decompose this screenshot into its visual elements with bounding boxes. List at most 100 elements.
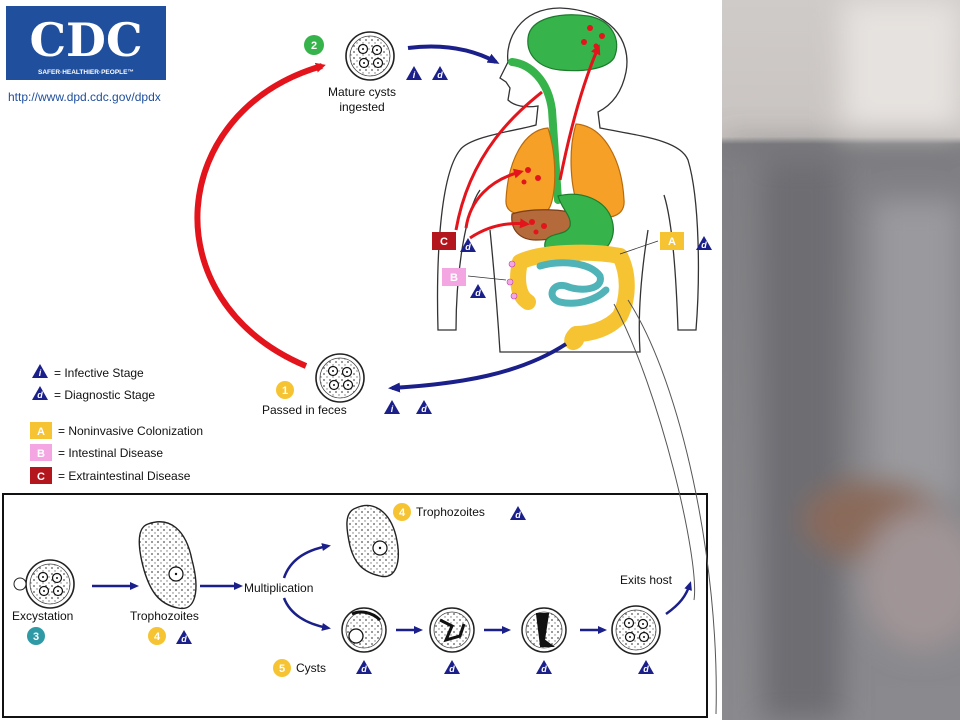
svg-text:d: d	[643, 664, 649, 674]
diagnostic-icon: d	[416, 400, 432, 414]
infective-icon: i	[384, 400, 400, 414]
cdc-logo: CDC SAFER·HEALTHIER·PEOPLE™	[6, 6, 166, 80]
svg-text:i: i	[39, 368, 42, 378]
stage-4-badge	[393, 503, 411, 521]
esophagus	[508, 58, 562, 204]
legend: i = Infective Stage d = Diagnostic Stage…	[30, 364, 203, 484]
svg-text:C: C	[37, 471, 45, 483]
svg-text:d: d	[449, 664, 455, 674]
red-arrow-to-brain	[558, 44, 601, 181]
marker-a: A	[660, 232, 684, 250]
cdc-logo-text: CDC	[29, 13, 142, 67]
legend-diagnostic: = Diagnostic Stage	[54, 388, 155, 402]
stage-4-badge	[148, 627, 166, 645]
diagnostic-icon: d	[444, 660, 460, 674]
svg-text:d: d	[361, 664, 367, 674]
small-intestine	[536, 259, 610, 307]
cyst-uninucleate	[429, 607, 475, 653]
cyst-mature	[611, 605, 661, 655]
lung-lesions	[521, 167, 541, 185]
colon	[512, 244, 635, 351]
stage-5-label: Cysts	[296, 661, 326, 675]
svg-text:d: d	[701, 240, 707, 250]
svg-text:d: d	[181, 634, 187, 644]
stage-5-badge	[273, 659, 291, 677]
stage-1-number: 1	[282, 385, 288, 397]
intestinal-lesions	[506, 260, 518, 300]
excystation-cyst	[13, 559, 75, 609]
svg-text:d: d	[437, 70, 443, 80]
exits-host-label: Exits host	[620, 573, 673, 587]
diagnostic-icon: d	[470, 284, 486, 298]
svg-text:d: d	[475, 288, 481, 298]
red-arrow-to-liver	[469, 218, 530, 240]
cyst-precyst	[341, 607, 387, 653]
marker-c: C	[432, 232, 456, 250]
brain	[527, 14, 618, 72]
stage-1-badge	[276, 381, 294, 399]
stage-2-label-line1: Mature cysts	[328, 85, 396, 99]
svg-text:d: d	[541, 664, 547, 674]
legend-noninvasive: = Noninvasive Colonization	[58, 424, 203, 438]
cyst-binucleate	[521, 607, 567, 653]
stage-3-label: Excystation	[12, 609, 73, 623]
diagnostic-icon: d	[432, 66, 448, 80]
stage-4-label: Trophozoites	[130, 609, 199, 623]
big-red-arrow	[194, 62, 326, 369]
svg-text:d: d	[515, 510, 521, 520]
multiplication-label: Multiplication	[244, 581, 313, 595]
stage-4-number: 4	[154, 631, 161, 643]
amebiasis-life-cycle-diagram: CDC SAFER·HEALTHIER·PEOPLE™ http://www.d…	[2, 6, 717, 718]
svg-text:d: d	[421, 404, 427, 414]
trophozoite-2	[346, 504, 399, 578]
svg-text:B: B	[37, 448, 45, 460]
red-arrow-long	[454, 90, 543, 231]
intestine-lumen-outline	[627, 299, 717, 715]
diagnostic-icon: d	[638, 660, 654, 674]
legend-intestinal: = Intestinal Disease	[58, 446, 163, 460]
legend-infective: = Infective Stage	[54, 366, 144, 380]
stage-2-label-line2: ingested	[339, 100, 384, 114]
cdc-url: http://www.dpd.cdc.gov/dpdx	[8, 90, 161, 104]
svg-text:C: C	[440, 236, 448, 248]
diagnostic-icon: d	[176, 630, 192, 644]
right-lung	[570, 123, 625, 218]
svg-text:d: d	[465, 242, 471, 252]
svg-text:A: A	[668, 236, 676, 248]
svg-text:i: i	[413, 70, 416, 80]
blue-arrow-to-feces	[388, 342, 568, 393]
diagnostic-icon	[32, 386, 48, 400]
blue-arrow-exits	[665, 581, 692, 616]
blue-arrow-up	[282, 543, 331, 579]
diagnostic-icon: d	[356, 660, 372, 674]
stage-5-number: 5	[279, 663, 285, 675]
blue-arrow-to-mouth	[407, 44, 500, 64]
diagnostic-icon: d	[536, 660, 552, 674]
blurred-background-photo	[722, 0, 960, 720]
cdc-tagline: SAFER·HEALTHIER·PEOPLE™	[38, 69, 134, 76]
liver-lesions	[529, 219, 547, 235]
svg-text:i: i	[391, 404, 394, 414]
stage-3-number: 3	[33, 631, 39, 643]
marker-b: B	[442, 268, 466, 286]
diagnostic-icon: d	[510, 506, 526, 520]
stage-2-badge	[304, 35, 324, 55]
infective-icon	[32, 364, 48, 378]
stage-3-badge	[27, 627, 45, 645]
svg-text:A: A	[37, 426, 45, 438]
stage-4-trophozoites-label: Trophozoites	[416, 505, 485, 519]
stage-1-label: Passed in feces	[262, 403, 347, 417]
intestine-stages-box	[2, 493, 708, 718]
blue-arrow-down	[282, 597, 331, 631]
leader-line	[619, 240, 659, 255]
red-arrow-to-lung	[464, 168, 524, 229]
stage-2-mature-cyst	[345, 31, 395, 81]
stage-2-number: 2	[311, 40, 317, 52]
svg-text:B: B	[450, 272, 458, 284]
diagnostic-icon: d	[696, 236, 712, 250]
legend-extraintestinal: = Extraintestinal Disease	[58, 469, 191, 483]
stage-4-number: 4	[399, 507, 406, 519]
leader-line	[467, 275, 507, 281]
infective-icon: i	[406, 66, 422, 80]
stage-1-cyst-in-feces	[315, 353, 365, 403]
